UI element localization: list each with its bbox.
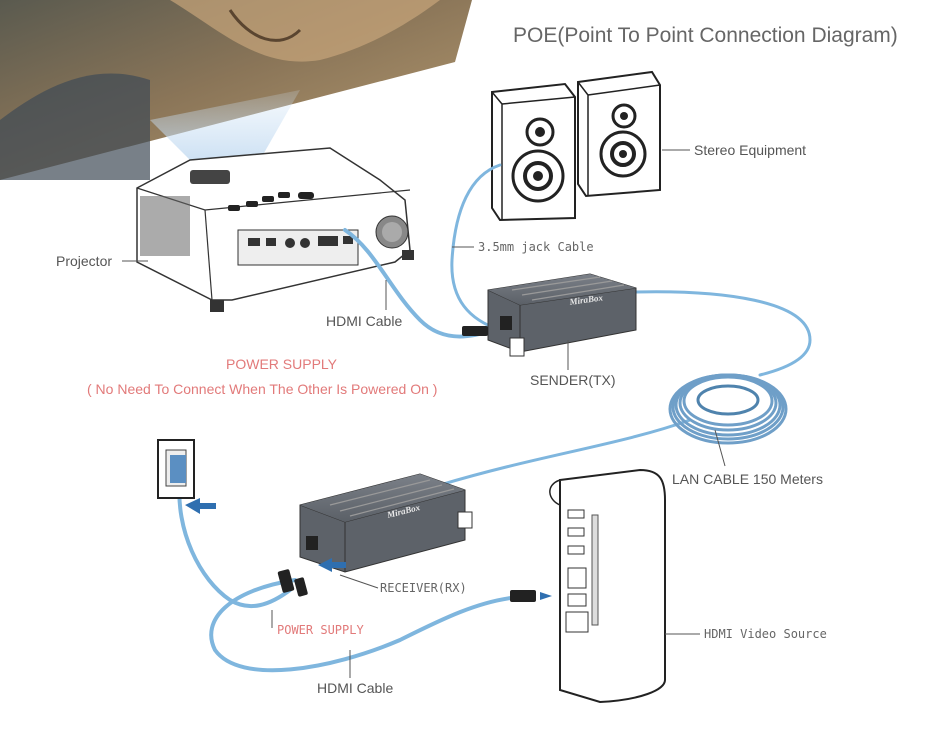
plug-arrow <box>185 498 216 514</box>
projected-image <box>0 0 472 180</box>
lan-cable-coil <box>668 373 788 445</box>
lan-cable-label: LAN CABLE 150 Meters <box>672 471 823 487</box>
stereo-equipment-label: Stereo Equipment <box>694 142 807 158</box>
lan-cable-sender <box>633 290 812 377</box>
receiver-box: MiraBox <box>299 473 473 573</box>
power-supply-note: ( No Need To Connect When The Other Is P… <box>87 381 438 397</box>
power-supply-top-label: POWER SUPPLY <box>226 356 337 372</box>
plug-arrow-receiver <box>318 558 346 572</box>
hdmi-cable-bottom-label: HDMI Cable <box>317 680 394 696</box>
hdmi-cable-top <box>343 228 494 339</box>
leader-lines <box>122 149 726 678</box>
stereo-speakers <box>491 70 661 222</box>
lan-cable-receiver <box>438 418 692 487</box>
hdmi-video-source-label: HDMI Video Source <box>704 627 827 641</box>
jack-cable-label: 3.5mm jack Cable <box>478 240 594 254</box>
cables <box>177 163 812 673</box>
sender-box: MiraBox <box>487 273 637 357</box>
receiver-label: RECEIVER(RX) <box>380 581 467 595</box>
svg-text:MiraBox: MiraBox <box>568 292 604 307</box>
hdmi-cable-bottom <box>209 578 522 673</box>
jack-cable <box>450 163 502 332</box>
wall-socket <box>157 439 195 499</box>
projector-label: Projector <box>56 253 113 269</box>
power-supply-bottom-label: POWER SUPPLY <box>277 623 364 637</box>
hdmi-cable-top-label: HDMI Cable <box>326 313 403 329</box>
hdmi-video-source-tower <box>549 468 666 704</box>
power-cable-wall <box>177 478 292 609</box>
sender-label: SENDER(TX) <box>530 372 616 388</box>
projector <box>136 147 414 312</box>
diagram-title: POE(Point To Point Connection Diagram) <box>513 24 898 47</box>
connectors <box>277 326 552 602</box>
